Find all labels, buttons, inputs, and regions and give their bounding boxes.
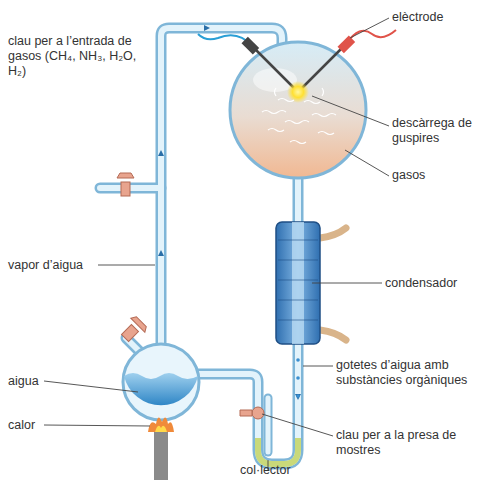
part-label: aigua — [8, 374, 48, 389]
part-label: calor — [8, 418, 48, 433]
part-label: col·lector — [240, 463, 320, 478]
flask-stopcock — [118, 315, 148, 345]
part-label: condensador — [385, 276, 473, 291]
gas-sphere — [230, 42, 366, 178]
leader-line — [44, 18, 389, 470]
part-label: gasos — [392, 168, 462, 183]
water-flask — [123, 344, 199, 420]
part-label: clau per a l’entrada de gasos (CH₄, NH₃,… — [8, 34, 138, 79]
electrode — [198, 30, 396, 88]
part-label: gotetes d’aigua amb substàncies orgàniqu… — [336, 358, 472, 388]
part-label: vapor d’aigua — [8, 258, 100, 273]
burner — [148, 417, 174, 480]
droplets — [296, 358, 300, 398]
part-label: descàrrega de guspires — [392, 116, 474, 146]
gas-inlet-stopcock — [117, 173, 134, 196]
sample-stopcock — [240, 407, 264, 419]
spark-discharge — [262, 81, 336, 144]
part-label: elèctrode — [392, 10, 474, 25]
part-label: clau per a la presa de mostres — [336, 428, 472, 458]
